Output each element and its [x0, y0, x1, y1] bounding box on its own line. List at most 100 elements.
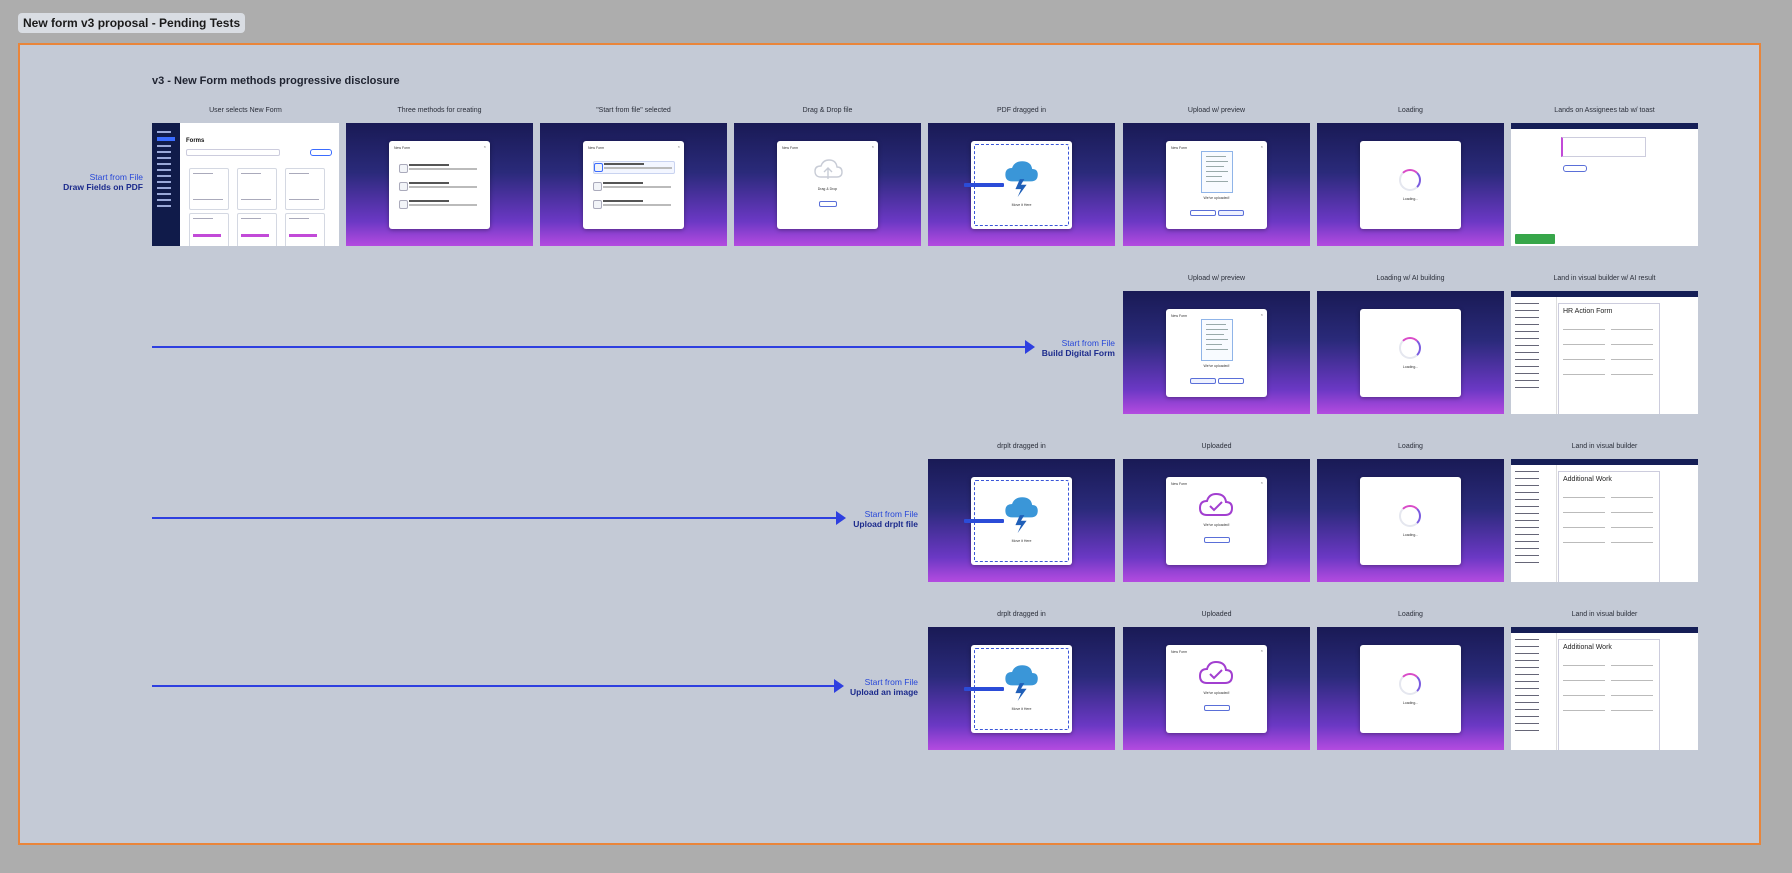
thumb-file-selected[interactable]: New Form ×	[540, 123, 727, 246]
cloud-upload-icon	[814, 159, 843, 179]
new-form-modal: New Form × Drag & Drop	[777, 141, 878, 229]
draw-fields-button	[1190, 378, 1216, 384]
row3-flow-label-line2: Upload drplt file	[853, 519, 918, 529]
row1-step-title-8: Lands on Assignees tab w/ toast	[1554, 107, 1655, 114]
loading-modal: Loading...	[1360, 309, 1461, 397]
storm-cloud-icon	[1005, 161, 1038, 197]
thumb-three-methods[interactable]: New Form ×	[346, 123, 533, 246]
option-start-from-template	[399, 181, 479, 192]
row4-flow-label-line2: Upload an image	[849, 687, 918, 697]
row3-flow-label-line1: Start from File	[864, 509, 918, 519]
thumb-image-dragged[interactable]: Move it Here	[928, 627, 1115, 750]
loading-modal: Loading...	[1360, 477, 1461, 565]
storm-cloud-icon	[1005, 665, 1038, 701]
continue-button	[1204, 705, 1230, 711]
cloud-check-icon	[1199, 660, 1233, 684]
form-title: Additional Work	[1563, 644, 1612, 651]
row1-step-title-3: "Start from file" selected	[596, 107, 671, 114]
row1-step-title-6: Upload w/ preview	[1187, 107, 1246, 114]
thumb-uploaded[interactable]: New Form × We've uploaded!	[1123, 459, 1310, 582]
row2-flow-label: Start from File Build Digital Form	[1020, 338, 1115, 358]
new-form-modal: New Form ×	[583, 141, 684, 229]
build-digital-button	[1218, 210, 1244, 216]
dragged-file-chip	[964, 687, 1004, 691]
browse-button	[819, 201, 837, 207]
loading-label: Loading...	[1402, 197, 1419, 201]
thumb-assignees-tab[interactable]	[1511, 123, 1698, 246]
field-palette	[1511, 633, 1557, 750]
row3-flow-label: Start from File Upload drplt file	[830, 509, 918, 529]
drop-here-label: Move it Here	[1011, 203, 1032, 207]
close-icon: ×	[871, 144, 874, 149]
uploaded-message: We've uploaded!	[1203, 364, 1230, 368]
app-header	[1511, 459, 1698, 465]
form-title: Additional Work	[1563, 476, 1612, 483]
thumb-loading-drplt[interactable]: Loading...	[1317, 459, 1504, 582]
new-form-modal: New Form × We've uploaded!	[1166, 477, 1267, 565]
thumb-forms-list[interactable]: Forms	[152, 123, 339, 246]
thumb-pdf-dragged[interactable]: Move it Here	[928, 123, 1115, 246]
app-header	[1511, 291, 1698, 297]
option-start-from-blank	[593, 199, 673, 210]
form-card	[285, 213, 325, 246]
close-icon: ×	[1260, 648, 1263, 653]
row4-step-title-3: Loading	[1398, 611, 1423, 618]
row3-step-title-2: Uploaded	[1201, 443, 1232, 450]
row3-step-title-4: Land in visual builder	[1571, 443, 1638, 450]
pdf-preview	[1201, 319, 1233, 361]
thumb-loading[interactable]: Loading...	[1317, 123, 1504, 246]
loading-spinner-icon	[1399, 169, 1421, 191]
row4-step-title-4: Land in visual builder	[1571, 611, 1638, 618]
new-form-modal: New Form × We've uploaded!	[1166, 141, 1267, 229]
row1-step-title-4: Drag & Drop file	[802, 107, 853, 114]
thumb-loading-ai[interactable]: Loading...	[1317, 291, 1504, 414]
new-form-modal: New Form × We've uploaded!	[1166, 309, 1267, 397]
thumb-visual-builder-ai[interactable]: HR Action Form	[1511, 291, 1698, 414]
modal-title: New Form	[394, 146, 411, 150]
form-card	[189, 213, 229, 246]
field-palette	[1511, 465, 1557, 582]
loading-modal: Loading...	[1360, 141, 1461, 229]
row1-flow-label-line1: Start from File	[89, 172, 143, 182]
row2-step-title-1: Upload w/ preview	[1187, 275, 1246, 282]
close-icon: ×	[1260, 480, 1263, 485]
form-card	[189, 168, 229, 210]
row2-step-title-2: Loading w/ AI building	[1376, 275, 1445, 282]
thumb-drplt-dragged[interactable]: Move it Here	[928, 459, 1115, 582]
cloud-check-icon	[1199, 492, 1233, 516]
close-icon: ×	[677, 144, 680, 149]
row1-step-title-1: User selects New Form	[209, 107, 282, 114]
thumb-upload-preview-digital[interactable]: New Form × We've uploaded!	[1123, 291, 1310, 414]
close-icon: ×	[483, 144, 486, 149]
build-digital-button	[1218, 378, 1244, 384]
properties-panel	[1661, 639, 1697, 699]
thumb-upload-preview[interactable]: New Form × We've uploaded!	[1123, 123, 1310, 246]
new-form-modal: New Form ×	[389, 141, 490, 229]
row4-step-title-1: drplt dragged in	[997, 611, 1046, 618]
row1-flow-label-line2: Draw Fields on PDF	[63, 182, 143, 192]
draw-fields-button	[1190, 210, 1216, 216]
row3-flow-arrow	[152, 511, 846, 525]
thumb-loading-image[interactable]: Loading...	[1317, 627, 1504, 750]
loading-spinner-icon	[1399, 505, 1421, 527]
modal-title: New Form	[1171, 146, 1188, 150]
row2-flow-label-line1: Start from File	[1061, 338, 1115, 348]
loading-label: Loading...	[1402, 365, 1419, 369]
assignee-chip	[1563, 165, 1587, 172]
form-canvas: HR Action Form	[1558, 303, 1660, 414]
row3-step-title-1: drplt dragged in	[997, 443, 1046, 450]
forms-heading: Forms	[186, 138, 205, 144]
thumb-visual-builder-image[interactable]: Additional Work	[1511, 627, 1698, 750]
thumb-drag-drop[interactable]: New Form × Drag & Drop	[734, 123, 921, 246]
frame-tab-label[interactable]: New form v3 proposal - Pending Tests	[18, 13, 246, 33]
thumb-image-uploaded[interactable]: New Form × We've uploaded!	[1123, 627, 1310, 750]
row2-step-title-3: Land in visual builder w/ AI result	[1553, 275, 1656, 282]
new-form-modal: New Form × We've uploaded!	[1166, 645, 1267, 733]
drop-here-label: Move it Here	[1011, 539, 1032, 543]
form-card	[237, 213, 277, 246]
new-form-button	[310, 149, 332, 156]
loading-spinner-icon	[1399, 337, 1421, 359]
loading-label: Loading...	[1402, 701, 1419, 705]
app-sidebar	[152, 123, 180, 246]
thumb-visual-builder-drplt[interactable]: Additional Work	[1511, 459, 1698, 582]
